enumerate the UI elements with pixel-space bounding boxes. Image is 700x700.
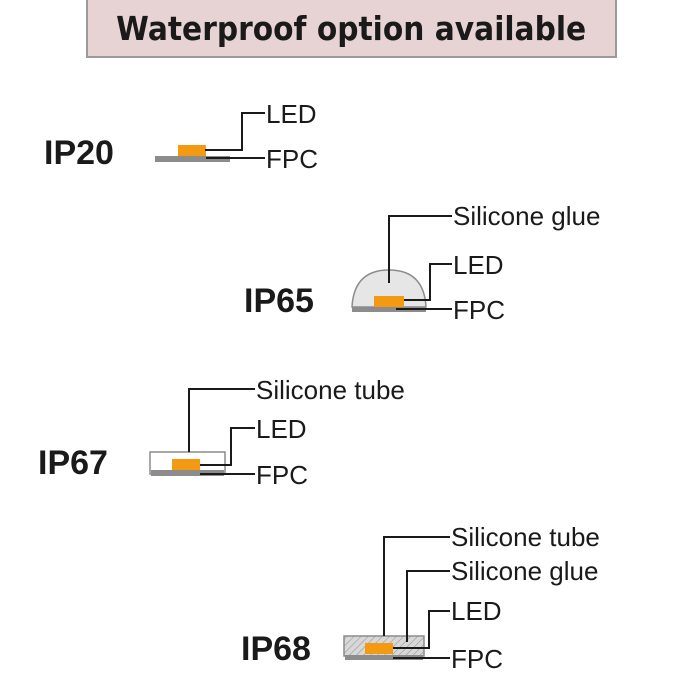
led-label-ip68: LED: [451, 596, 502, 626]
led-chip-ip20: [178, 145, 206, 156]
led-leader-ip67: [200, 427, 255, 466]
fpc-strip-ip67: [151, 470, 224, 476]
tube-leader-ip67: [188, 388, 255, 452]
fpc-label-ip20: FPC: [266, 144, 318, 174]
glue-leader-ip65: [388, 215, 452, 283]
fpc-label-ip68: FPC: [451, 644, 503, 674]
tube-leader-ip68: [383, 536, 450, 636]
led-leader-ip68: [393, 610, 450, 649]
fpc-label-ip67: FPC: [256, 460, 308, 490]
fpc-strip-ip20: [155, 156, 230, 162]
section-ip65: IP65 Silicone glue LED FPC: [244, 201, 600, 325]
rating-label-ip65: IP65: [244, 282, 314, 320]
led-chip-ip68: [365, 643, 393, 654]
glue-label-ip65: Silicone glue: [453, 201, 600, 231]
fpc-strip-ip65: [352, 307, 426, 312]
section-ip20: IP20 LED FPC: [44, 99, 318, 174]
fpc-strip-ip68: [345, 655, 423, 660]
glue-leader-ip68: [406, 570, 450, 642]
title-banner: Waterproof option available: [86, 0, 617, 58]
section-ip68: IP68 Silicone tube Silicone glue LED FPC: [241, 522, 600, 674]
led-chip-ip67: [172, 459, 200, 470]
page-title: Waterproof option available: [116, 8, 587, 48]
led-label-ip20: LED: [266, 99, 317, 129]
section-ip67: IP67 Silicone tube LED FPC: [38, 375, 405, 490]
fpc-label-ip65: FPC: [453, 295, 505, 325]
led-label-ip65: LED: [453, 250, 504, 280]
tube-label-ip68: Silicone tube: [451, 522, 600, 552]
glue-label-ip68: Silicone glue: [451, 556, 598, 586]
tube-label-ip67: Silicone tube: [256, 375, 405, 405]
rating-label-ip67: IP67: [38, 444, 108, 482]
rating-label-ip68: IP68: [241, 630, 311, 668]
led-leader-ip20: [205, 112, 265, 151]
led-label-ip67: LED: [256, 414, 307, 444]
led-chip-ip65: [374, 296, 404, 307]
led-leader-ip65: [404, 263, 452, 301]
rating-label-ip20: IP20: [44, 134, 114, 172]
